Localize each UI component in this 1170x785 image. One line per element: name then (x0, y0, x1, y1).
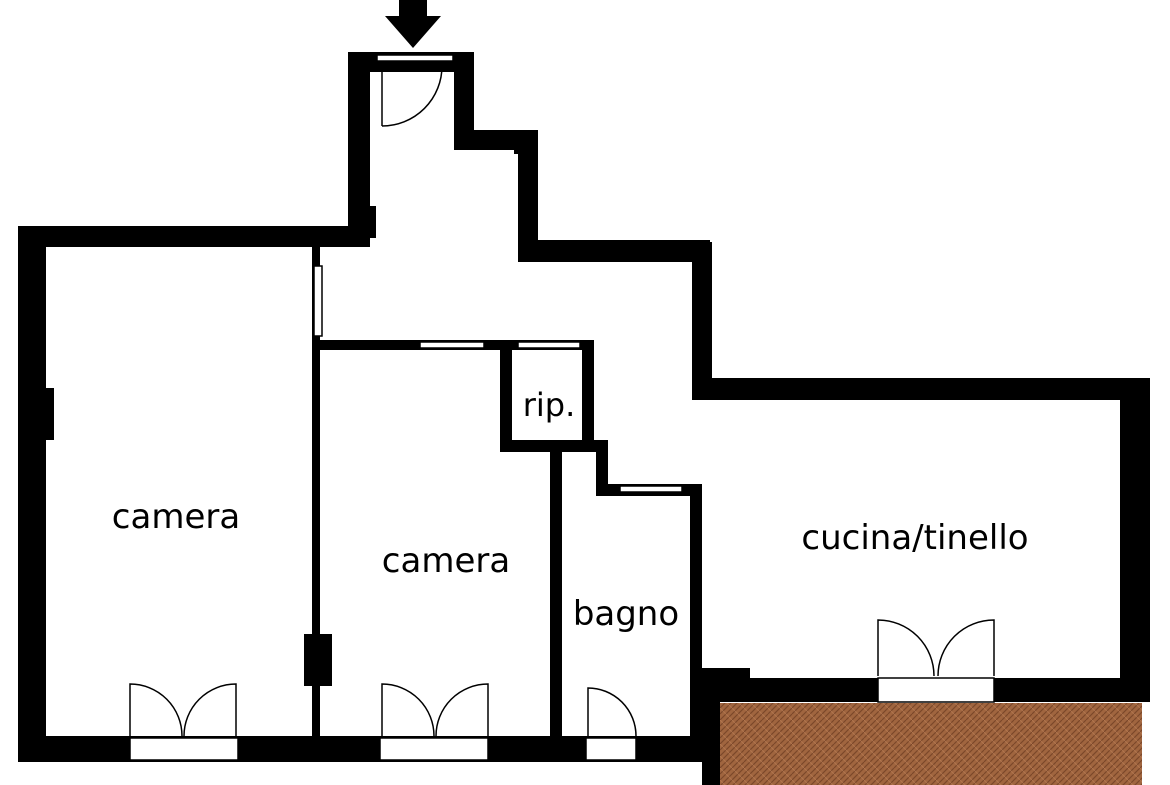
arrow-down-icon (385, 0, 441, 48)
room-label-ripostiglio: rip. (523, 386, 576, 424)
room-label-bagno: bagno (573, 594, 679, 634)
doors (129, 64, 995, 737)
room-label-cucina-tinello: cucina/tinello (801, 518, 1028, 558)
room-label-camera-middle: camera (382, 541, 510, 581)
terrace (718, 703, 1142, 785)
wall-segments (18, 52, 1150, 785)
outer-walls (20, 52, 1140, 738)
room-label-camera-left: camera (112, 497, 240, 537)
windows (129, 54, 995, 761)
